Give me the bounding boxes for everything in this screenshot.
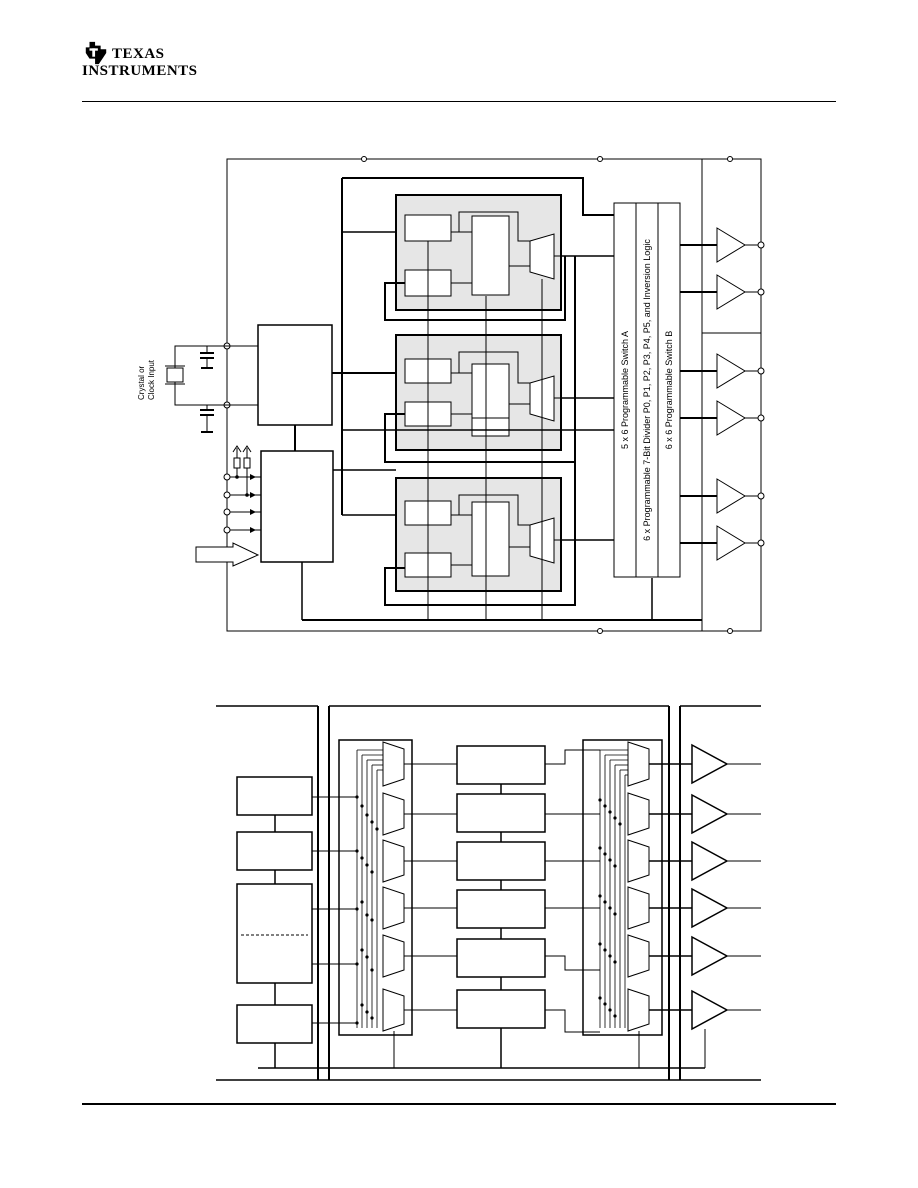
pll-block-1 — [395, 194, 575, 311]
divider-label: 6 x Programmable 7-Bit Divider P0, P1, P… — [642, 239, 652, 541]
company-name-line2: INSTRUMENTS — [82, 63, 198, 79]
outer-frame — [226, 158, 762, 632]
switch-a-label: 5 x 6 Programmable Switch A — [620, 331, 630, 449]
output-buffers-top — [680, 227, 765, 561]
crystal-label-line1: Crystal or — [137, 365, 146, 400]
control-block — [260, 450, 334, 563]
crystal-circuit: Crystal or Clock Input — [137, 342, 231, 433]
crystal-label-line2: Clock Input — [147, 359, 156, 400]
lower-diagram — [216, 705, 761, 1081]
oscillator-block — [257, 324, 333, 426]
pll-block-2 — [395, 334, 575, 451]
footer-rule — [82, 1103, 836, 1105]
ti-logo-icon — [85, 41, 107, 65]
header-rule — [82, 101, 836, 102]
switch-b-label: 6 x 6 Programmable Switch B — [664, 331, 674, 450]
pll-block-3 — [395, 477, 575, 592]
control-inputs — [195, 445, 261, 567]
company-name-line1: TEXAS — [112, 46, 165, 62]
switch-b-block — [657, 202, 681, 578]
